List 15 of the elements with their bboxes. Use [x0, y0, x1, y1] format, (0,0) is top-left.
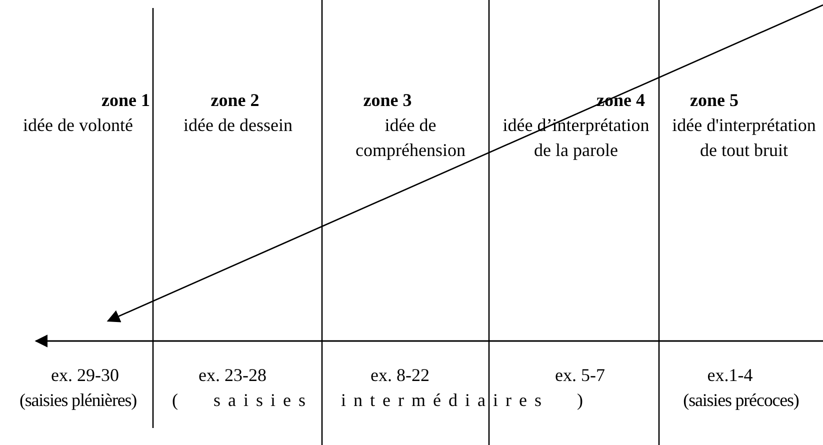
example-range: ex.1-4 [706, 364, 754, 387]
example-range: ex. 8-22 [370, 364, 430, 387]
example-range: ex. 23-28 [198, 364, 268, 387]
zone-description: idée de volonté [22, 114, 134, 137]
example-range: ex. 5-7 [554, 364, 606, 387]
zone-heading: zone 2 [210, 89, 260, 112]
zone-heading: zone 5 [690, 89, 740, 112]
category-label: (saisies plénières) [18, 389, 138, 412]
zone-description: idée d'interprétation de tout bruit [671, 114, 817, 162]
zone-heading: zone 1 [100, 89, 150, 112]
category-label: (saisies précoces) [682, 389, 800, 412]
zone-description: idée de dessein [182, 114, 294, 137]
zone-heading: zone 3 [362, 89, 413, 112]
zone-description: idée de compréhension [354, 114, 466, 162]
example-range: ex. 29-30 [50, 364, 120, 387]
